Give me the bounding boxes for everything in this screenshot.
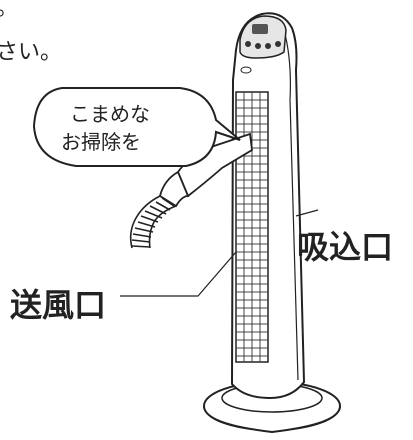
vacuum-hose bbox=[129, 195, 177, 249]
button-icon bbox=[275, 41, 281, 47]
vacuum-nozzle bbox=[158, 132, 253, 208]
button-icon bbox=[265, 43, 271, 49]
intake-leader-line bbox=[295, 209, 319, 217]
bubble-text-line-2: お掃除を bbox=[61, 130, 141, 154]
outlet-leader-line bbox=[120, 251, 237, 297]
button-icon bbox=[245, 41, 251, 47]
display-icon bbox=[252, 24, 268, 34]
bubble-text-line-1: こまめな bbox=[70, 102, 150, 126]
top-text-line-2: さい。 bbox=[0, 40, 63, 65]
speech-bubble bbox=[32, 87, 241, 167]
intake-label: 吸込口 bbox=[297, 228, 394, 266]
control-panel bbox=[239, 15, 287, 74]
top-text-line-1: 。 bbox=[0, 0, 18, 22]
outlet-label: 送風口 bbox=[10, 286, 107, 324]
front-grille bbox=[235, 91, 269, 363]
button-icon bbox=[255, 43, 261, 49]
